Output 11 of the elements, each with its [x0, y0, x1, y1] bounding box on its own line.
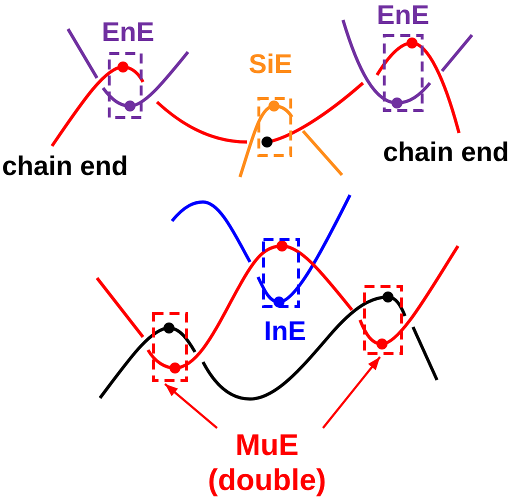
region-label: InE — [264, 316, 306, 346]
arrow — [322, 356, 381, 429]
annotation-label: chain end — [2, 153, 128, 180]
region-label: SiE — [248, 49, 292, 79]
callout-label: MuE (double) — [197, 428, 337, 498]
dashed-frame — [363, 285, 403, 355]
region-label: EnE — [102, 17, 154, 47]
arrow — [164, 383, 218, 429]
annotation-label: chain end — [383, 139, 510, 166]
dashed-frame — [152, 312, 188, 382]
region-label: EnE — [376, 0, 430, 30]
